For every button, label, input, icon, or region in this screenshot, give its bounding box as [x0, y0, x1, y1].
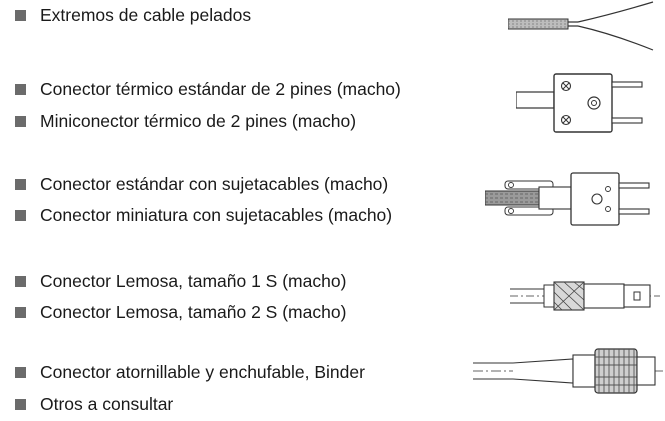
bullet-icon	[15, 83, 26, 95]
list-item-label: Conector estándar con sujetacables (mach…	[40, 173, 389, 194]
lemosa-connector-illustration	[510, 276, 660, 316]
list-item-label: Conector atornillable y enchufable, Bind…	[40, 361, 365, 382]
list-item-label: Conector miniatura con sujetacables (mac…	[40, 204, 393, 225]
bullet-icon	[15, 9, 26, 21]
list-item-label: Conector térmico estándar de 2 pines (ma…	[40, 78, 401, 99]
list-item-label: Miniconector térmico de 2 pines (macho)	[40, 110, 357, 131]
list-item: Conector térmico estándar de 2 pines (ma…	[15, 78, 401, 100]
bullet-icon	[15, 366, 26, 378]
list-item: Conector miniatura con sujetacables (mac…	[15, 204, 392, 226]
list-item: Conector Lemosa, tamaño 2 S (macho)	[15, 301, 346, 323]
list-item-label: Conector Lemosa, tamaño 2 S (macho)	[40, 301, 347, 322]
connector-with-cable-clamp-illustration	[485, 167, 660, 233]
bullet-icon	[15, 209, 26, 221]
list-item: Extremos de cable pelados	[15, 4, 251, 26]
bullet-icon	[15, 398, 26, 410]
stripped-cable-ends-illustration	[508, 0, 658, 56]
bullet-icon	[15, 178, 26, 190]
list-item: Conector estándar con sujetacables (mach…	[15, 173, 388, 195]
thermocouple-connector-illustration	[516, 68, 664, 140]
binder-connector-illustration	[473, 345, 663, 397]
bullet-icon	[15, 306, 26, 318]
list-item: Conector atornillable y enchufable, Bind…	[15, 361, 365, 383]
bullet-icon	[15, 275, 26, 287]
bullet-icon	[15, 115, 26, 127]
list-item-label: Otros a consultar	[40, 393, 174, 414]
list-item: Conector Lemosa, tamaño 1 S (macho)	[15, 270, 346, 292]
list-item: Miniconector térmico de 2 pines (macho)	[15, 110, 356, 132]
list-item-label: Conector Lemosa, tamaño 1 S (macho)	[40, 270, 347, 291]
list-item: Otros a consultar	[15, 393, 173, 415]
list-item-label: Extremos de cable pelados	[40, 4, 252, 25]
